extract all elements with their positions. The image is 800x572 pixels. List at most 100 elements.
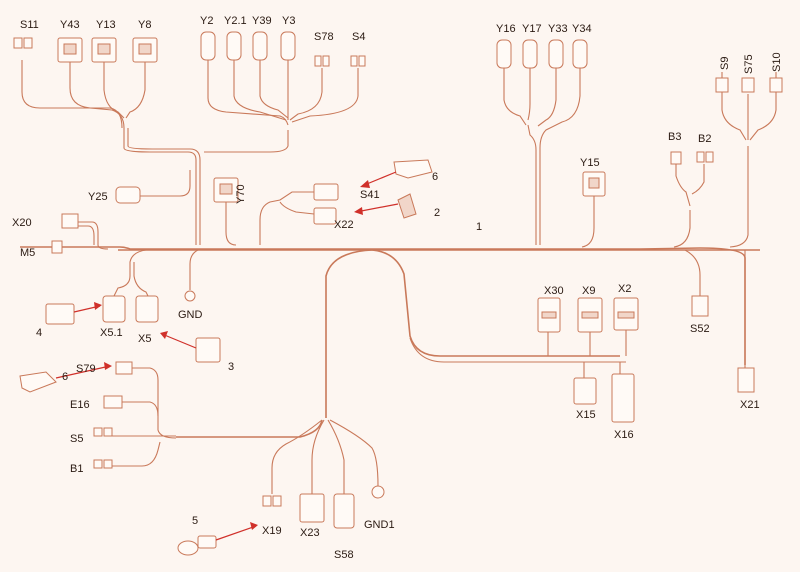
connector-s5-b (103, 427, 113, 437)
connector-s52 (691, 295, 709, 317)
connector-gnd (184, 290, 196, 302)
wire-y8 (125, 62, 146, 119)
connector-b1-b (103, 459, 113, 469)
wire-gnd (189, 249, 199, 290)
label-b1: B1 (70, 463, 83, 475)
wire-y17 (527, 68, 531, 121)
label-y16: Y16 (496, 23, 516, 35)
connector-s79 (115, 361, 133, 375)
connector-s78-b (322, 55, 330, 67)
wire-x20b (78, 225, 95, 245)
wire-e16 (122, 401, 159, 417)
connector-gnd1 (371, 485, 385, 499)
label-x16: X16 (614, 429, 634, 441)
arrow-6-left-head (104, 362, 112, 370)
part-4 (45, 303, 75, 325)
callout-4: 4 (36, 327, 42, 339)
wire-s11 (21, 60, 123, 129)
label-s4: S4 (352, 31, 365, 43)
label-b3: B3 (668, 131, 681, 143)
wire-y34 (539, 68, 581, 245)
label-s11: S11 (20, 19, 39, 31)
connector-y2 (200, 31, 216, 61)
label-y21: Y2.1 (224, 15, 247, 27)
label-e16: E16 (70, 399, 90, 411)
wire-x23 (311, 419, 325, 494)
callout-1: 1 (476, 221, 482, 233)
wire-s4 (291, 68, 359, 123)
label-y8: Y8 (138, 19, 151, 31)
connector-s4-b (358, 55, 366, 67)
wire-s58 (327, 419, 345, 494)
wire-s9 (721, 72, 747, 141)
wire-y25 (140, 170, 191, 197)
wire-y43 (69, 62, 125, 129)
wire-x51 (113, 249, 147, 297)
label-b2: B2 (698, 133, 711, 145)
wire-x-bundle-b (409, 337, 626, 363)
label-x5: X5 (138, 333, 151, 345)
part-6-left (19, 371, 57, 393)
connector-y15-face (588, 177, 600, 189)
wire-s52 (684, 249, 701, 296)
part-2-bracket (397, 193, 417, 219)
connector-s9 (715, 77, 729, 93)
label-x2: X2 (618, 283, 631, 295)
callout-2: 2 (434, 207, 440, 219)
callout-6-top: 6 (432, 171, 438, 183)
part-5-clamp (177, 540, 199, 556)
wire-x22 (279, 201, 315, 215)
connector-s41 (313, 183, 339, 201)
label-x9: X9 (582, 285, 595, 297)
part-5-plug (197, 535, 217, 549)
connector-e16 (103, 395, 123, 409)
component-labels: S11 Y43 Y13 Y8 Y2 Y2.1 Y39 Y3 S78 S4 Y16… (12, 15, 783, 561)
connector-x2-latch (617, 311, 635, 319)
connector-b3 (670, 151, 682, 165)
label-y25: Y25 (88, 191, 108, 203)
connector-x5 (135, 295, 159, 323)
label-y13: Y13 (96, 19, 116, 31)
wire-y16 (503, 68, 527, 126)
label-x15: X15 (576, 409, 596, 421)
arrow-5-head (250, 522, 258, 530)
label-m5: M5 (20, 247, 35, 259)
connector-y43-face (63, 43, 77, 55)
connector-b2-a (696, 151, 705, 163)
label-x51: X5.1 (100, 327, 123, 339)
connector-s5-a (93, 427, 103, 437)
connector-s11-b (23, 37, 33, 49)
wire-x5 (133, 262, 149, 297)
wire-s41 (259, 191, 314, 245)
wire-lower-trunk (325, 249, 373, 418)
connector-y70-face (219, 183, 233, 195)
wire-b3 (675, 164, 691, 207)
main-trunk-wire (20, 246, 746, 365)
label-x21: X21 (740, 399, 760, 411)
wire-left-trunk (123, 128, 197, 245)
wire-s10 (749, 72, 777, 141)
wire-left-trunk-b (127, 128, 201, 245)
label-y33: Y33 (548, 23, 568, 35)
label-x22: X22 (334, 219, 354, 231)
label-x23: X23 (300, 527, 320, 539)
connector-s78-a (314, 55, 322, 67)
arrow-3 (161, 333, 197, 349)
connector-s58 (333, 493, 355, 529)
wire-y70 (225, 200, 237, 246)
label-s58: S58 (334, 549, 354, 561)
label-gnd: GND (178, 309, 203, 321)
arrow-4-head (94, 302, 102, 310)
label-y43: Y43 (60, 19, 80, 31)
wire-y2-trunk (204, 130, 289, 153)
connectors (13, 31, 783, 556)
label-s78: S78 (314, 31, 334, 43)
label-y39: Y39 (252, 15, 272, 27)
wire-y21 (233, 60, 287, 121)
label-y3: Y3 (282, 15, 295, 27)
callout-numbers: 1 2 3 4 5 6 6 (36, 171, 482, 527)
wire-y15 (581, 196, 595, 248)
wire-b-trunk (673, 210, 691, 248)
